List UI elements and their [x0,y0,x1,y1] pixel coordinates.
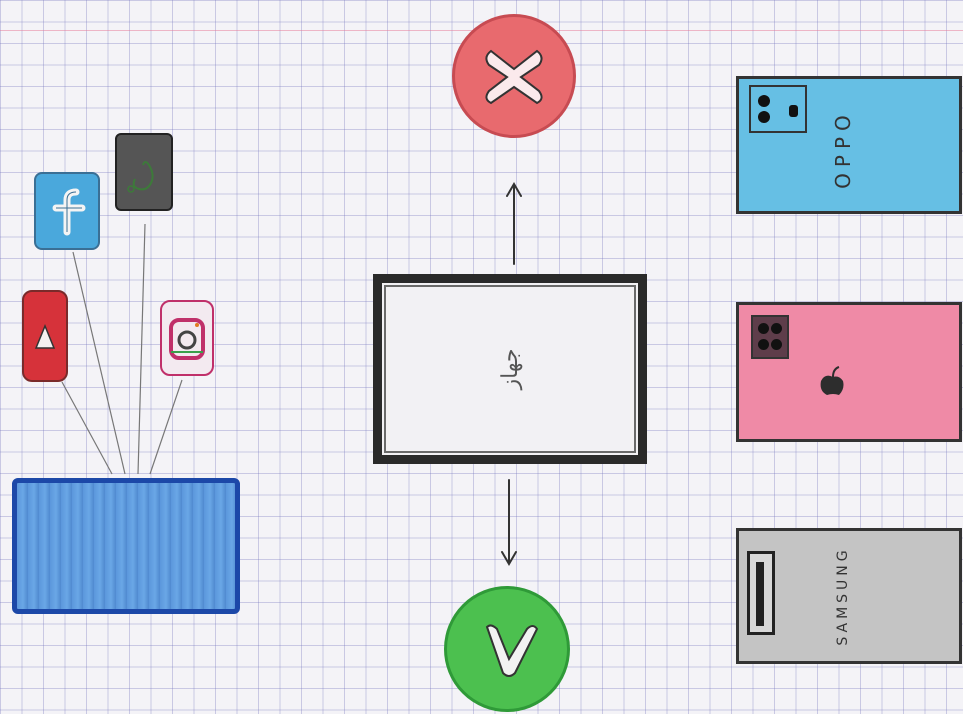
camera-lens [771,323,782,334]
close-button[interactable] [452,14,576,138]
snapchat-connector [137,223,146,475]
brand-label-samsung: SAMSUNG [835,546,851,646]
device-frame[interactable]: جهاز [373,274,647,464]
camera-lens [758,111,770,123]
facebook-connector [72,251,126,475]
instagram-icon[interactable] [160,300,214,376]
brand-label-oppo: OPPO [831,109,855,189]
phone-apple[interactable] [736,302,962,442]
samsung-camera-module [747,551,775,635]
laptop-screen[interactable] [12,478,240,614]
close-icon [485,49,543,105]
oppo-camera-module [749,85,807,133]
youtube-connector [61,381,113,475]
phone-oppo[interactable]: OPPO [736,76,962,214]
phone-samsung[interactable]: SAMSUNG [736,528,962,664]
camera-lens [758,95,770,107]
check-icon [485,624,539,677]
confirm-button[interactable] [444,586,570,712]
apple-camera-module [751,315,789,359]
instagram-connector [149,379,183,475]
apple-logo-icon [820,366,844,395]
flash [789,105,798,117]
camera-lens [771,339,782,350]
device-label: جهاز [497,348,523,390]
device-frame-inner [384,285,636,453]
arrow-up-head [506,182,522,197]
camera-lens [758,339,769,350]
facebook-icon[interactable] [34,172,100,250]
camera-lens [758,323,769,334]
youtube-icon[interactable] [22,290,68,382]
snapchat-icon[interactable] [115,133,173,211]
arrow-down-head [501,551,517,566]
